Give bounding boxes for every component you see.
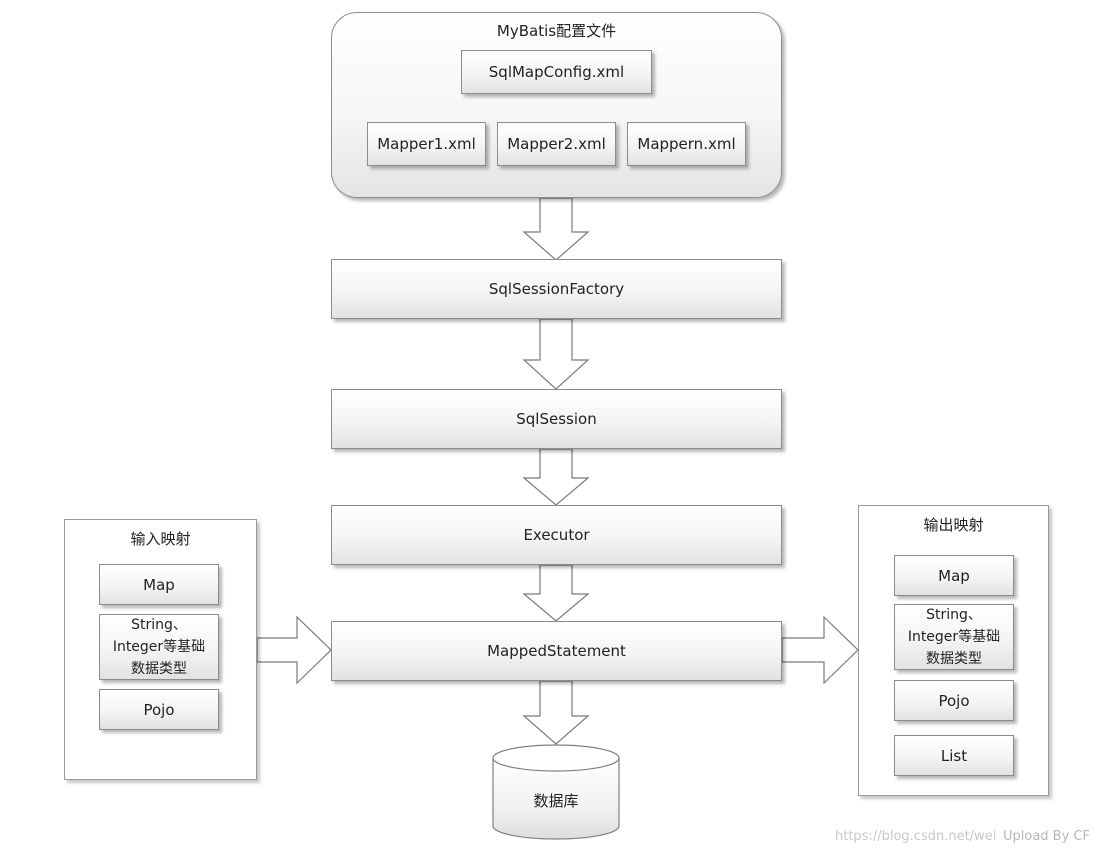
input-pojo-box: Pojo <box>99 689 219 730</box>
database-label: 数据库 <box>533 792 579 810</box>
database-top <box>492 744 620 772</box>
sqlsessionfactory-box: SqlSessionFactory <box>331 259 782 319</box>
mapper2-box: Mapper2.xml <box>497 122 616 166</box>
arrow-executor-to-statement <box>522 564 590 622</box>
output-basic-types-box: String、 Integer等基础 数据类型 <box>894 604 1014 670</box>
output-basic-types-line3: 数据类型 <box>926 651 982 667</box>
mapper1-box: Mapper1.xml <box>367 122 486 166</box>
input-basic-types-line2: Integer等基础 <box>112 639 206 655</box>
arrow-input-to-statement <box>256 615 332 685</box>
arrow-statement-to-output <box>781 615 859 685</box>
input-mapping-title: 输入映射 <box>130 530 191 548</box>
output-pojo-box: Pojo <box>894 680 1014 721</box>
input-map-box: Map <box>99 564 219 605</box>
mybatis-config-container <box>331 12 782 198</box>
arrow-statement-to-database <box>522 680 590 745</box>
executor-box: Executor <box>331 505 782 565</box>
output-basic-types-line2: Integer等基础 <box>907 629 1001 645</box>
mappedstatement-box: MappedStatement <box>331 621 782 681</box>
input-basic-types-box: String、 Integer等基础 数据类型 <box>99 614 219 680</box>
sqlmapconfig-box: SqlMapConfig.xml <box>461 50 652 94</box>
watermark-url: https://blog.csdn.net/wei <box>835 829 997 844</box>
input-basic-types-line1: String、 <box>131 617 187 633</box>
arrow-factory-to-session <box>522 318 590 390</box>
input-basic-types-line3: 数据类型 <box>131 661 187 677</box>
mybatis-config-title: MyBatis配置文件 <box>496 22 617 40</box>
watermark-upload: Upload By CF <box>1003 829 1090 844</box>
output-basic-types-line1: String、 <box>926 607 982 623</box>
mappern-box: Mappern.xml <box>627 122 746 166</box>
sqlsession-box: SqlSession <box>331 389 782 449</box>
arrow-config-to-factory <box>522 197 590 261</box>
output-map-box: Map <box>894 555 1014 596</box>
output-list-box: List <box>894 735 1014 776</box>
arrow-session-to-executor <box>522 448 590 506</box>
database-body <box>492 758 620 840</box>
output-mapping-title: 输出映射 <box>923 516 984 534</box>
